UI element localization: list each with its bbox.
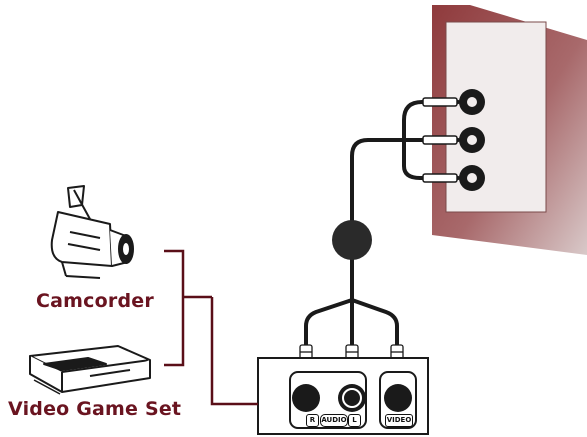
plug-tips — [422, 97, 458, 183]
camcorder-label: Camcorder — [36, 290, 154, 312]
tv-back-panel — [432, 5, 587, 255]
video-game-console-icon — [29, 345, 151, 395]
av-cable-bundle — [304, 100, 460, 347]
ferrite-core — [332, 220, 372, 260]
tv-input-jacks — [459, 89, 485, 191]
camcorder-icon — [50, 185, 134, 279]
jack-label-r: R — [306, 414, 319, 427]
jack-label-video: VIDEO — [385, 414, 413, 427]
jack-label-audio: AUDIO — [320, 414, 348, 427]
video-jack — [384, 384, 412, 412]
video-game-set-label: Video Game Set — [8, 398, 182, 420]
source-bracket — [164, 249, 258, 406]
audio-r-jack — [292, 384, 320, 412]
jack-label-l: L — [348, 414, 361, 427]
